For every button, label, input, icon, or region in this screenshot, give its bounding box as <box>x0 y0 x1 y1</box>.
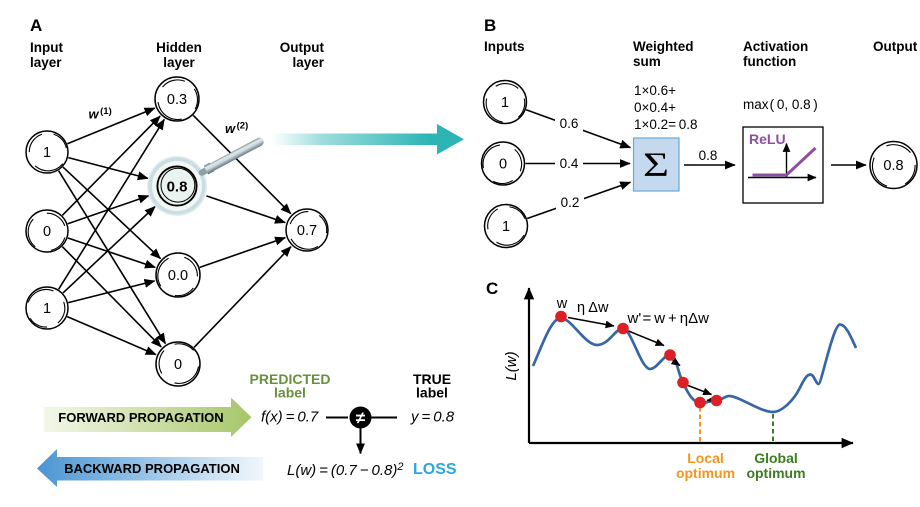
svg-text:y = 0.8: y = 0.8 <box>410 409 455 426</box>
svg-text:w' = w + ηΔw: w' = w + ηΔw <box>627 310 710 327</box>
svg-text:layer: layer <box>163 55 195 70</box>
svg-text:BACKWARD PROPAGATION: BACKWARD PROPAGATION <box>64 461 240 476</box>
svg-text:1: 1 <box>43 145 51 161</box>
svg-text:Input: Input <box>30 40 63 55</box>
svg-text:1×0.2= 0.8: 1×0.2= 0.8 <box>634 117 698 132</box>
svg-text:sum: sum <box>633 54 661 69</box>
svg-text:C: C <box>486 279 498 298</box>
svg-text:label: label <box>274 385 306 401</box>
svg-text:0.7: 0.7 <box>297 223 317 239</box>
svg-text:ReLU: ReLU <box>749 131 786 147</box>
svg-text:function: function <box>743 54 796 69</box>
svg-text:0.8: 0.8 <box>167 178 188 195</box>
svg-text:w(2): w(2) <box>225 121 248 137</box>
svg-text:1: 1 <box>43 301 51 317</box>
svg-text:0: 0 <box>499 157 507 173</box>
svg-text:0: 0 <box>43 224 51 240</box>
svg-text:L(w): L(w) <box>503 351 520 380</box>
svg-text:1×0.6+: 1×0.6+ <box>634 83 676 98</box>
svg-text:Output: Output <box>280 40 325 55</box>
svg-text:layer: layer <box>292 55 324 70</box>
svg-text:layer: layer <box>30 55 62 70</box>
svg-text:PREDICTED: PREDICTED <box>250 371 331 387</box>
svg-text:TRUE: TRUE <box>413 371 451 387</box>
svg-text:B: B <box>484 16 496 35</box>
svg-text:FORWARD PROPAGATION: FORWARD PROPAGATION <box>58 410 223 425</box>
svg-text:f(x) = 0.7: f(x) = 0.7 <box>261 409 319 426</box>
svg-text:0.3: 0.3 <box>167 92 187 108</box>
svg-text:A: A <box>30 16 42 35</box>
svg-text:0.2: 0.2 <box>561 195 580 210</box>
svg-text:0.6: 0.6 <box>560 116 579 131</box>
svg-text:Local: Local <box>687 450 724 466</box>
svg-text:Weighted: Weighted <box>633 39 694 54</box>
svg-text:Global: Global <box>754 450 798 466</box>
svg-text:0: 0 <box>174 357 182 373</box>
svg-text:Activation: Activation <box>743 39 808 54</box>
svg-text:0.8: 0.8 <box>883 158 903 174</box>
svg-text:1: 1 <box>501 95 509 111</box>
svg-text:0.4: 0.4 <box>560 156 579 171</box>
svg-text:label: label <box>416 385 448 401</box>
svg-text:max ( 0, 0.8 ): max ( 0, 0.8 ) <box>743 97 818 112</box>
svg-text:optimum: optimum <box>746 465 805 481</box>
svg-text:η Δw: η Δw <box>577 300 609 316</box>
svg-text:optimum: optimum <box>676 465 735 481</box>
svg-text:Inputs: Inputs <box>484 39 525 54</box>
svg-text:L(w) = (0.7 − 0.8)2: L(w) = (0.7 − 0.8)2 <box>287 461 404 479</box>
svg-text:1: 1 <box>502 219 510 235</box>
svg-text:0×0.4+: 0×0.4+ <box>634 100 676 115</box>
svg-text:0.8: 0.8 <box>699 148 718 163</box>
svg-text:w: w <box>556 296 568 312</box>
svg-text:w(1): w(1) <box>89 106 112 122</box>
svg-text:Σ: Σ <box>643 147 669 184</box>
svg-text:LOSS: LOSS <box>413 461 457 478</box>
svg-text:Output: Output <box>873 39 918 54</box>
svg-text:Hidden: Hidden <box>156 40 202 55</box>
svg-text:0.0: 0.0 <box>168 268 188 284</box>
svg-text:≠: ≠ <box>356 409 366 428</box>
